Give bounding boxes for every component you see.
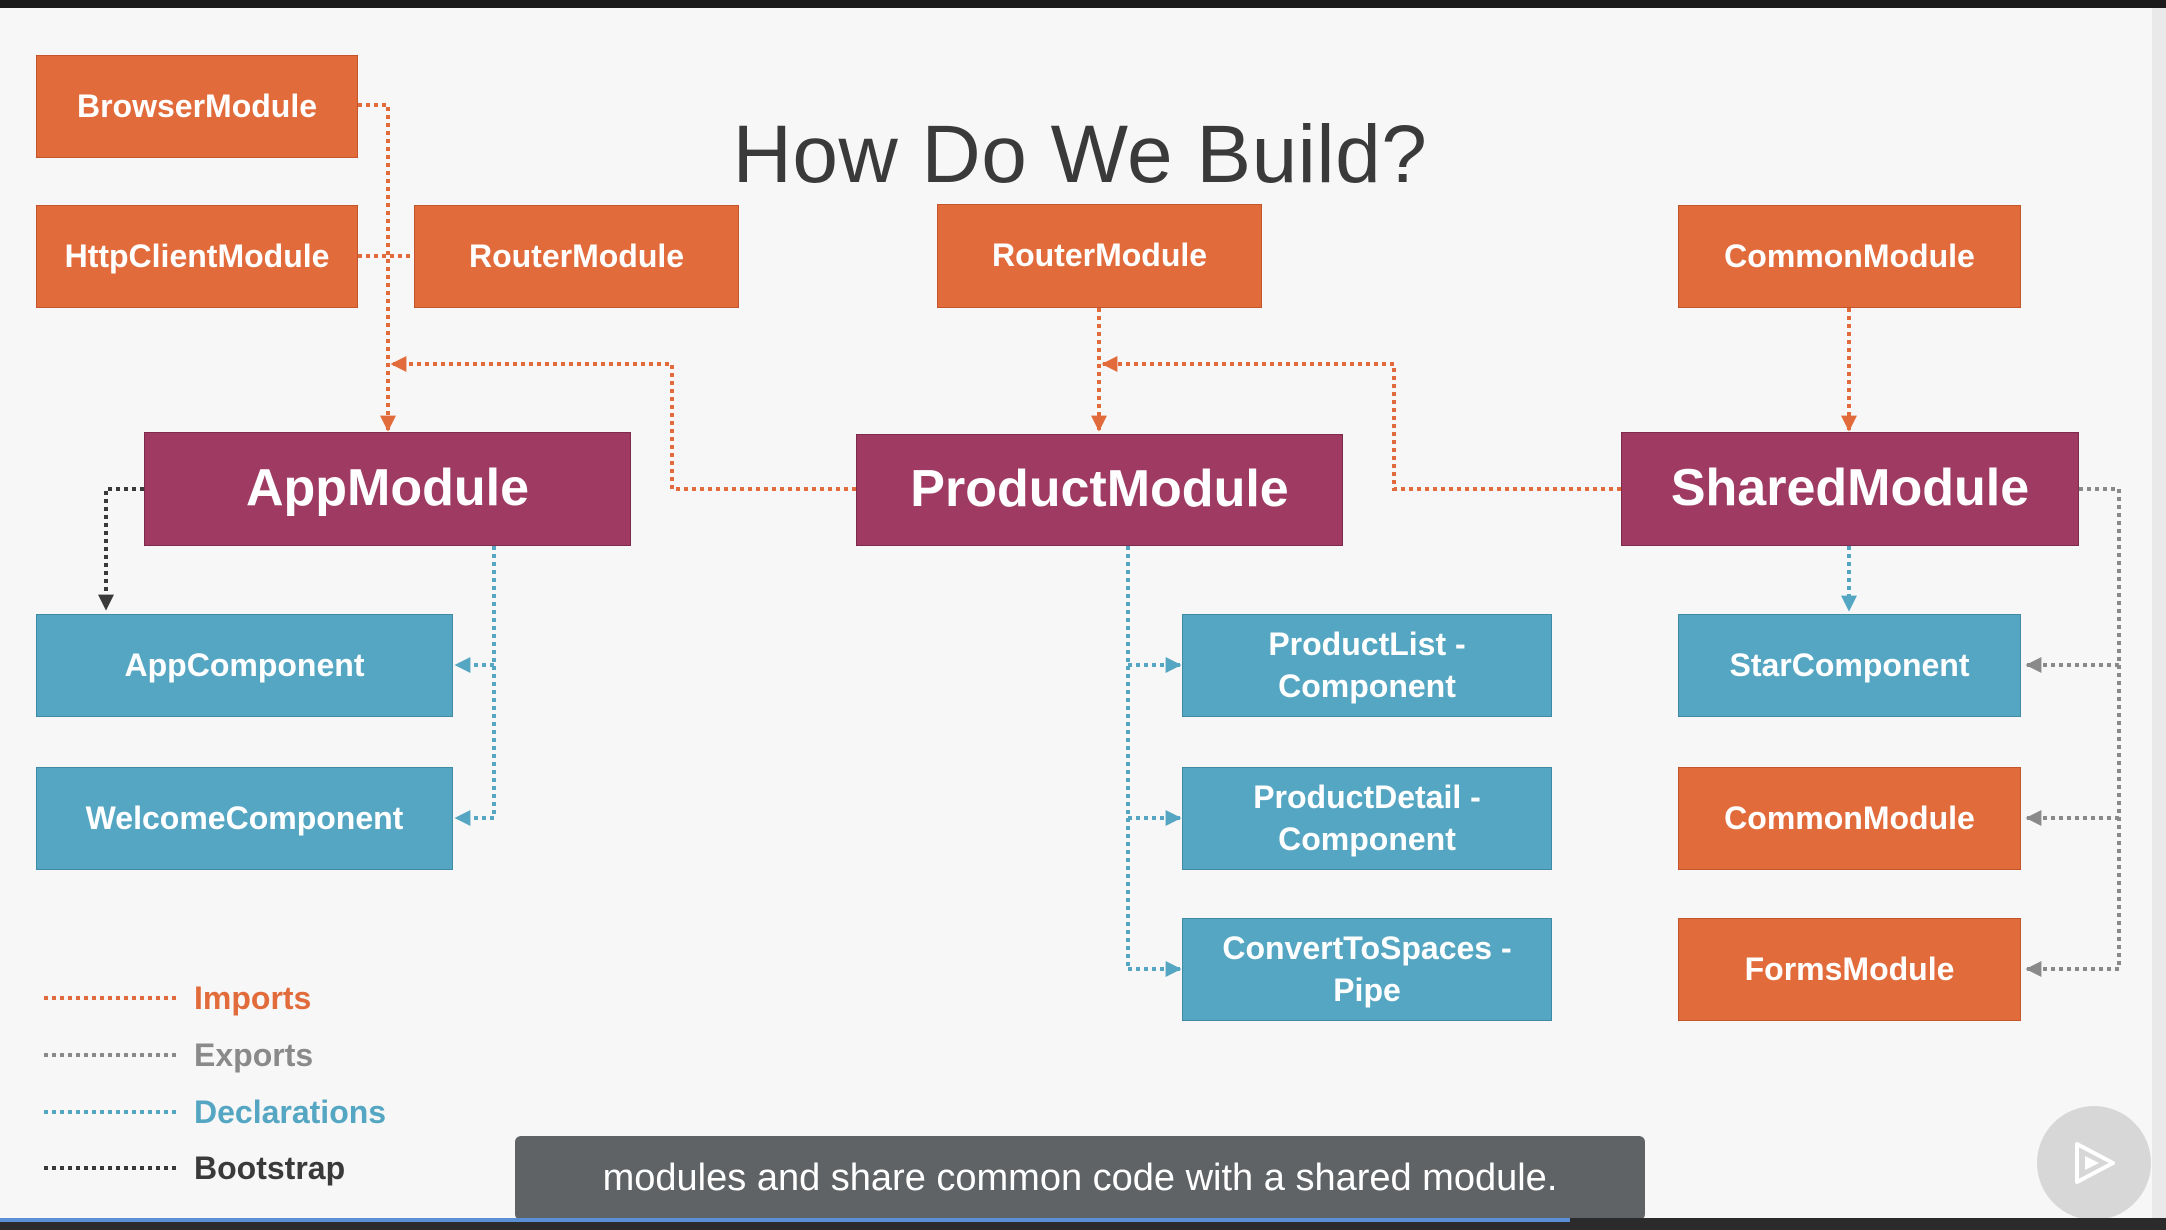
- common-module-top-label: CommonModule: [1724, 237, 1975, 274]
- play-icon: [2075, 1142, 2115, 1184]
- product-module-label: ProductModule: [910, 460, 1289, 519]
- httpclient-module-label: HttpClientModule: [64, 237, 330, 274]
- router-module-product-box: RouterModule: [937, 204, 1262, 308]
- app-component-box: AppComponent: [36, 614, 453, 717]
- forms-module-box: FormsModule: [1678, 918, 2021, 1021]
- httpclient-module-box: HttpClientModule: [36, 205, 358, 308]
- video-progress-fill: [0, 1218, 1570, 1222]
- app-module-box: AppModule: [144, 432, 631, 546]
- converttospaces-pipe-box: ConvertToSpaces - Pipe: [1182, 918, 1552, 1021]
- scrollbar-track: [2152, 8, 2166, 1218]
- browser-module-box: BrowserModule: [36, 55, 358, 158]
- legend-declarations-label: Declarations: [194, 1093, 387, 1130]
- legend-bootstrap: Bootstrap: [194, 1146, 345, 1190]
- slide-title: How Do We Build?: [732, 109, 1428, 200]
- router-module-app-label: RouterModule: [468, 237, 685, 274]
- legend-declarations: Declarations: [194, 1090, 386, 1134]
- browser-module-label: BrowserModule: [76, 87, 318, 124]
- forms-module-label: FormsModule: [1744, 950, 1955, 987]
- productdetail-component-label-line2: Component: [1278, 820, 1456, 857]
- converttospaces-pipe-label-line1: ConvertToSpaces -: [1222, 929, 1512, 966]
- legend-imports-label: Imports: [194, 979, 312, 1016]
- legend-bootstrap-label: Bootstrap: [194, 1149, 346, 1186]
- productlist-component-box: ProductList - Component: [1182, 614, 1552, 717]
- productdetail-component-label-line1: ProductDetail -: [1253, 778, 1481, 815]
- welcome-component-box: WelcomeComponent: [36, 767, 453, 870]
- star-component-box: StarComponent: [1678, 614, 2021, 717]
- common-module-export-box: CommonModule: [1678, 767, 2021, 870]
- legend-exports: Exports: [194, 1033, 313, 1077]
- router-module-product-label: RouterModule: [991, 237, 1208, 274]
- router-module-app-box: RouterModule: [414, 205, 739, 308]
- productlist-component-label-line1: ProductList -: [1268, 625, 1466, 662]
- product-module-box: ProductModule: [856, 434, 1343, 546]
- common-module-top-box: CommonModule: [1678, 205, 2021, 308]
- productdetail-component-box: ProductDetail - Component: [1182, 767, 1552, 870]
- legend-imports: Imports: [194, 976, 311, 1020]
- subtitle-caption: modules and share common code with a sha…: [515, 1136, 1645, 1220]
- shared-module-label: SharedModule: [1670, 459, 2030, 518]
- common-module-export-label: CommonModule: [1724, 799, 1975, 836]
- legend-exports-label: Exports: [194, 1036, 314, 1073]
- app-module-label: AppModule: [245, 459, 530, 518]
- caption-text: modules and share common code with a sha…: [602, 1156, 1558, 1199]
- productlist-component-label-line2: Component: [1278, 667, 1456, 704]
- welcome-component-label: WelcomeComponent: [85, 799, 404, 836]
- play-button[interactable]: [2037, 1106, 2151, 1220]
- converttospaces-pipe-label-line2: Pipe: [1333, 971, 1401, 1008]
- app-component-label: AppComponent: [124, 646, 365, 683]
- star-component-label: StarComponent: [1729, 646, 1970, 683]
- shared-module-box: SharedModule: [1621, 432, 2079, 546]
